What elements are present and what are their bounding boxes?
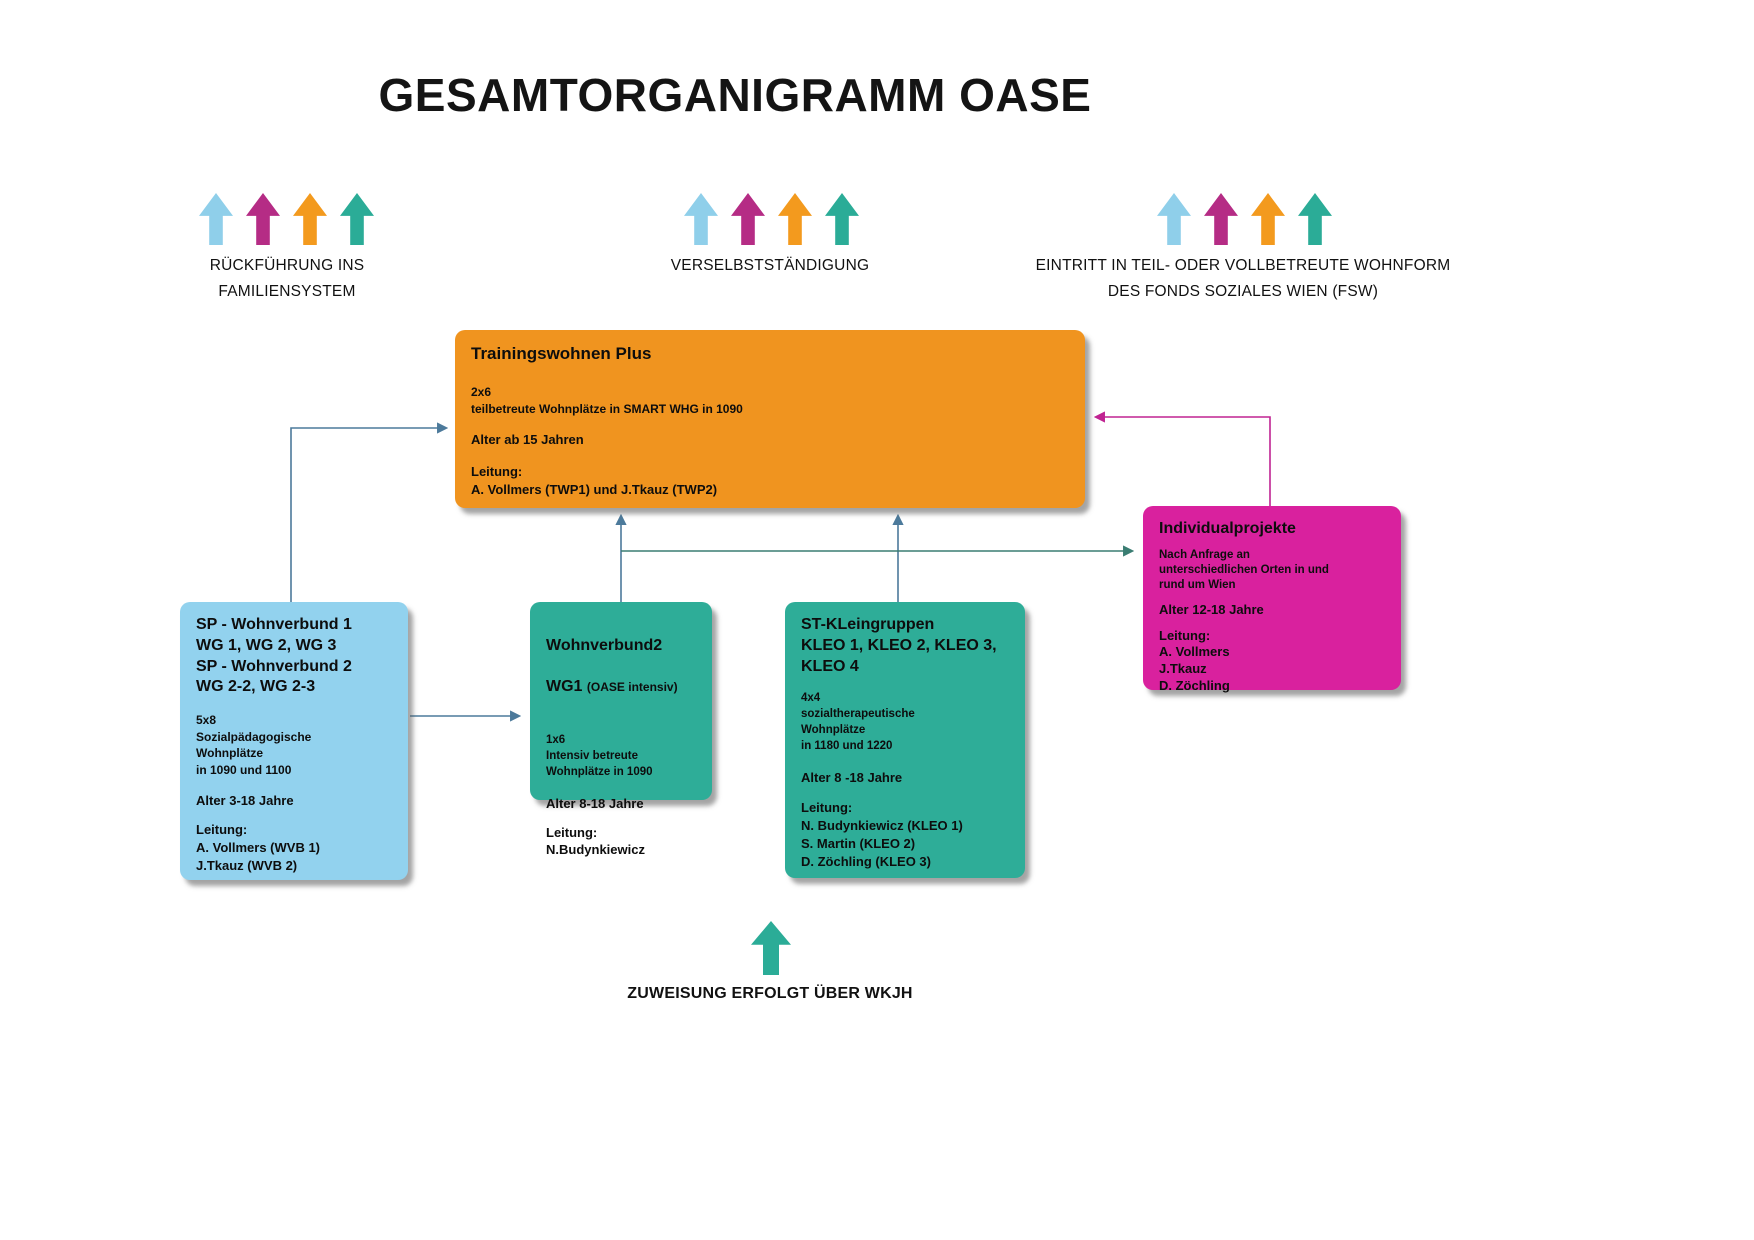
page-title: GESAMTORGANIGRAMM OASE: [378, 69, 1092, 121]
up-arrow-icon: [340, 193, 374, 245]
box-leitung: Leitung: A. Vollmers J.Tkauz D. Zöchling: [1159, 627, 1230, 694]
up-arrow-icon: [1157, 193, 1191, 245]
up-arrow-icon: [1204, 193, 1238, 245]
box-age: Alter ab 15 Jahren: [471, 432, 584, 448]
box-title-suffix: (OASE intensiv): [586, 680, 678, 695]
connector-sp-to-trainingswohnen: [290, 422, 449, 602]
up-arrow-icon: [751, 921, 791, 975]
up-arrow-icon: [731, 193, 765, 245]
box-individualprojekte: Individualprojekte Nach Anfrage an unter…: [1143, 506, 1401, 693]
box-trainingswohnen-plus: Trainingswohnen Plus 2x6 teilbetreute Wo…: [455, 330, 1085, 508]
box-capacity: 5x8 Sozialpädagogische Wohnplätze in 109…: [196, 713, 312, 777]
flow-label-zuweisung: ZUWEISUNG ERFOLGT ÜBER WKJH: [627, 985, 913, 1002]
up-arrow-icon: [778, 193, 812, 245]
box-age: Alter 12-18 Jahre: [1159, 601, 1264, 617]
up-arrow-icon: [1298, 193, 1332, 245]
box-leitung: Leitung: A. Vollmers (TWP1) und J.Tkauz …: [471, 464, 718, 498]
box-title: ST-KLeingruppen KLEO 1, KLEO 2, KLEO 3, …: [801, 616, 997, 675]
up-arrow-icon: [825, 193, 859, 245]
box-capacity: 1x6 Intensiv betreute Wohnplätze in 1090: [546, 733, 653, 778]
box-sp-wohnverbund: SP - Wohnverbund 1 WG 1, WG 2, WG 3 SP -…: [180, 602, 408, 880]
flow-arrow-bottom: [751, 921, 791, 975]
box-leitung: Leitung: N.Budynkiewicz: [546, 824, 645, 858]
box-title: Individualprojekte: [1159, 520, 1296, 537]
box-title: Wohnverbund2 WG1 (OASE intensiv): [546, 615, 696, 719]
box-st-kleingruppen: ST-KLeingruppen KLEO 1, KLEO 2, KLEO 3, …: [785, 602, 1025, 878]
flow-label-eintritt-fsw: EINTRITT IN TEIL- ODER VOLLBETREUTE WOHN…: [1035, 257, 1451, 300]
flow-label-verselbststaendigung: VERSELBSTSTÄNDIGUNG: [670, 257, 870, 274]
box-age: Alter 3-18 Jahre: [196, 793, 294, 809]
box-leitung: Leitung: N. Budynkiewicz (KLEO 1) S. Mar…: [801, 799, 963, 869]
connector-individualprojekte-to-trainingswohnen: [1093, 411, 1271, 506]
flow-arrows-left: [199, 193, 374, 245]
flow-arrows-right: [1157, 193, 1332, 245]
flow-label-rueckfuehrung: RÜCKFÜHRUNG INS FAMILIENSYSTEM: [209, 257, 365, 300]
box-title: Trainingswohnen Plus: [471, 344, 652, 363]
box-capacity: Nach Anfrage an unterschiedlichen Orten …: [1159, 548, 1329, 591]
flow-arrows-center: [684, 193, 859, 245]
box-capacity: 4x4 sozialtherapeutische Wohnplätze in 1…: [801, 692, 915, 752]
up-arrow-icon: [199, 193, 233, 245]
box-title-line1: Wohnverbund2: [546, 636, 663, 654]
up-arrow-icon: [684, 193, 718, 245]
box-age: Alter 8 -18 Jahre: [801, 769, 903, 785]
box-title: SP - Wohnverbund 1 WG 1, WG 2, WG 3 SP -…: [196, 616, 352, 696]
box-capacity: 2x6 teilbetreute Wohnplätze in SMART WHG…: [471, 385, 743, 416]
up-arrow-icon: [293, 193, 327, 245]
box-age: Alter 8-18 Jahre: [546, 795, 644, 811]
box-wohnverbund2: Wohnverbund2 WG1 (OASE intensiv) 1x6 Int…: [530, 602, 712, 857]
up-arrow-icon: [1251, 193, 1285, 245]
box-leitung: Leitung: A. Vollmers (WVB 1) J.Tkauz (WV…: [196, 822, 321, 874]
up-arrow-icon: [246, 193, 280, 245]
box-title-line2: WG1: [546, 678, 583, 696]
